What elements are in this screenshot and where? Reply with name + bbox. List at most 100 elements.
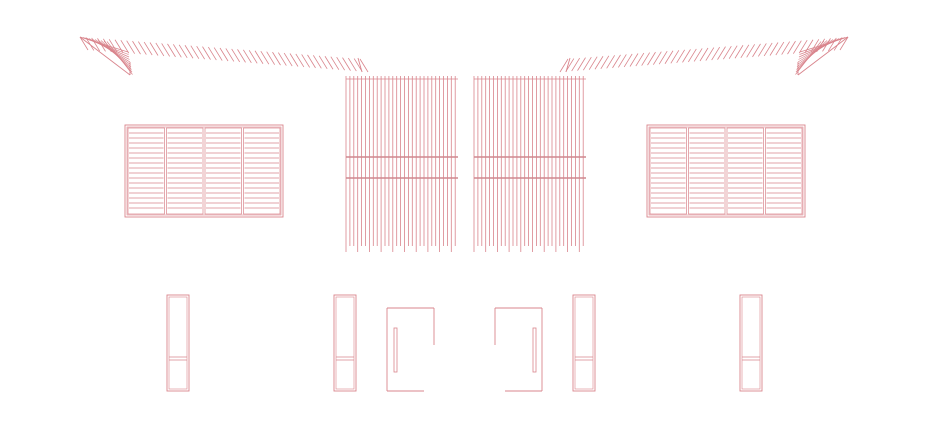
hatch-line xyxy=(693,48,703,62)
hatch-line xyxy=(757,43,767,57)
hatch-line xyxy=(740,44,750,59)
shutter-window-right xyxy=(646,124,806,218)
panel-frame-inner xyxy=(335,296,355,390)
hatch-line xyxy=(231,48,241,63)
hatch-line xyxy=(114,39,124,53)
shutter-leaf xyxy=(688,127,726,215)
hatch-line xyxy=(149,42,159,56)
hatch-line xyxy=(617,54,627,68)
door-leaf-left xyxy=(386,307,435,392)
hatch-line xyxy=(277,52,287,66)
eave-hatch-left xyxy=(79,36,369,76)
hatch-line xyxy=(266,51,276,65)
hatch-line xyxy=(839,36,849,51)
panel-frame-inner xyxy=(168,296,188,390)
hatch-line xyxy=(594,56,604,70)
shutter-window-left xyxy=(124,124,284,218)
hatch-line xyxy=(682,49,691,63)
window-frame-inner xyxy=(648,126,804,216)
hatch-line xyxy=(283,52,293,67)
hatch-line xyxy=(571,57,581,72)
door-panel-4 xyxy=(739,294,763,392)
hatch-line xyxy=(641,52,651,66)
hatch-line xyxy=(787,40,796,55)
shutter-leaf xyxy=(204,127,242,215)
hatch-line xyxy=(307,54,316,69)
door-panel-1 xyxy=(166,294,190,392)
hatch-line xyxy=(775,41,785,56)
hatch-line xyxy=(687,48,697,63)
hatch-line xyxy=(798,39,808,54)
hatch-line xyxy=(827,37,837,52)
eave-edge xyxy=(79,36,131,76)
hatch-line xyxy=(612,54,621,69)
hatch-line xyxy=(717,46,726,60)
hatch-line xyxy=(652,51,662,65)
hatch-line xyxy=(79,36,89,51)
panel-frame xyxy=(739,294,763,392)
window-frame xyxy=(646,124,806,218)
hatch-line xyxy=(795,40,825,73)
hatch-line xyxy=(120,39,130,54)
eave-hatch-right xyxy=(559,36,849,76)
hatch-line xyxy=(635,52,645,67)
hatch-line xyxy=(190,45,200,59)
panel-frame-inner xyxy=(741,296,761,390)
railing-left xyxy=(345,76,458,252)
panel-frame xyxy=(572,294,596,392)
hatch-line xyxy=(559,58,569,73)
hatch-line xyxy=(91,37,101,52)
hatch-line xyxy=(781,41,791,55)
shutter-leaf xyxy=(726,127,764,215)
hatch-line xyxy=(752,43,761,58)
hatch-line xyxy=(670,50,680,64)
handle-bar xyxy=(393,327,398,373)
hatch-line xyxy=(347,57,357,72)
hatch-line xyxy=(336,56,346,71)
hatch-line xyxy=(629,53,639,67)
hatch-line xyxy=(137,41,147,55)
hatch-line xyxy=(312,55,322,69)
hatch-line xyxy=(734,45,744,59)
hatch-line xyxy=(330,56,340,70)
hatch-line xyxy=(289,53,299,67)
hatch-line xyxy=(792,40,802,54)
hatch-line xyxy=(588,56,598,70)
hatch-line xyxy=(658,50,668,65)
hatch-line xyxy=(606,55,616,69)
hatch-line xyxy=(103,40,133,73)
hatch-line xyxy=(196,45,206,60)
hatch-line xyxy=(254,50,264,64)
hatch-line xyxy=(248,50,258,64)
hatch-line xyxy=(207,46,217,61)
hatch-line xyxy=(318,55,328,70)
hatch-line xyxy=(178,44,188,59)
door-panel-2 xyxy=(333,294,357,392)
hatch-line xyxy=(161,43,171,57)
hatch-line xyxy=(295,53,305,68)
hatch-line xyxy=(324,56,334,70)
hatch-line xyxy=(804,39,814,53)
hatch-line xyxy=(342,57,351,71)
eave-edge xyxy=(565,57,571,73)
window-frame-inner xyxy=(126,126,282,216)
door-leaf-right xyxy=(494,307,543,392)
hatch-line xyxy=(728,45,738,59)
hatch-line xyxy=(705,47,715,61)
hatch-line xyxy=(359,58,369,73)
hatch-line xyxy=(237,49,246,63)
hatch-line xyxy=(143,41,153,56)
door-panel-3 xyxy=(572,294,596,392)
hatch-line xyxy=(219,47,229,62)
hatch-line xyxy=(763,42,773,57)
hatch-line xyxy=(699,47,709,62)
hatch-line xyxy=(172,44,182,58)
hatch-line xyxy=(225,48,235,62)
hatch-line xyxy=(600,55,610,70)
hatch-line xyxy=(272,51,281,66)
hatch-line xyxy=(301,54,311,68)
hatch-line xyxy=(184,45,194,59)
hatch-line xyxy=(167,43,176,58)
hatch-line xyxy=(202,46,211,60)
panel-frame-inner xyxy=(574,296,594,390)
